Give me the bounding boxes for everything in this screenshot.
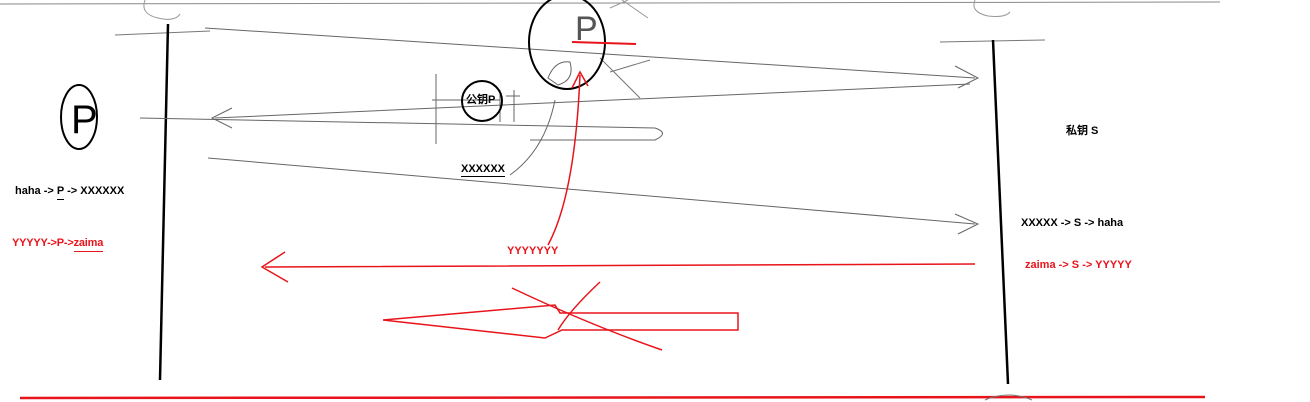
seq-ciphertext: YYYYY bbox=[12, 237, 48, 249]
scribble-lines bbox=[599, 57, 651, 99]
public-key-circle bbox=[461, 80, 503, 122]
message-line-2 bbox=[210, 83, 971, 129]
seq-arrow: -> bbox=[1084, 217, 1095, 229]
right-party-line bbox=[991, 39, 1010, 385]
left-top-scribble bbox=[143, 0, 181, 20]
left-party-line bbox=[158, 23, 170, 381]
seq-private-key: S bbox=[1071, 259, 1080, 271]
public-key-label: 公钥P bbox=[466, 94, 496, 106]
scribble-curve bbox=[509, 99, 556, 176]
top-border-line bbox=[0, 1, 1221, 5]
top-center-circle bbox=[528, 0, 606, 90]
seq-ciphertext: YYYYY bbox=[1095, 259, 1132, 271]
seq-public-key: P bbox=[56, 185, 65, 200]
right-top-scribble bbox=[973, 0, 1011, 17]
seq-ciphertext: XXXXXX bbox=[80, 185, 125, 197]
seq-arrow: -> bbox=[43, 185, 54, 197]
seq-arrow: -> bbox=[1082, 259, 1093, 271]
red-block-arrow bbox=[382, 304, 739, 339]
red-short-line bbox=[571, 41, 637, 45]
seq-arrow: -> bbox=[67, 185, 78, 197]
right-decrypt-sequence: XXXXX -> S -> haha bbox=[1021, 218, 1123, 229]
seq-plaintext: zaima bbox=[73, 237, 103, 252]
red-up-arrow bbox=[547, 70, 589, 246]
left-encrypt-sequence: haha -> P -> XXXXXX bbox=[15, 185, 125, 200]
private-key-label: 私钥 S bbox=[1066, 125, 1099, 137]
seq-ciphertext: XXXXX bbox=[1021, 217, 1058, 229]
seq-plaintext: zaima bbox=[1025, 259, 1056, 271]
seq-private-key: S bbox=[1073, 217, 1082, 229]
seq-arrow: -> bbox=[63, 237, 74, 249]
seq-public-key: P bbox=[56, 237, 64, 249]
scribble-mark bbox=[499, 90, 520, 122]
scribble-top-x bbox=[609, 0, 649, 19]
seq-plaintext: haha bbox=[15, 185, 41, 197]
seq-arrow: -> bbox=[1060, 217, 1071, 229]
red-baseline bbox=[19, 395, 1206, 400]
ciphertext-label: XXXXXX bbox=[461, 163, 506, 177]
right-bottom-scribble bbox=[984, 394, 1033, 401]
red-return-arrow bbox=[260, 251, 976, 283]
left-decrypt-sequence: YYYYY->P->zaima bbox=[12, 237, 103, 252]
top-circle-letter: P bbox=[575, 10, 598, 48]
left-p-circle bbox=[60, 84, 98, 150]
right-encrypt-sequence: zaima -> S -> YYYYY bbox=[1025, 260, 1132, 271]
red-ciphertext-label: YYYYYYY bbox=[507, 245, 559, 257]
left-p-letter: P bbox=[71, 98, 98, 142]
message-line-3 bbox=[139, 117, 663, 141]
left-top-stroke bbox=[114, 30, 211, 36]
red-cross-out bbox=[511, 281, 663, 351]
seq-arrow: -> bbox=[1058, 259, 1069, 271]
seq-arrow: -> bbox=[47, 237, 57, 249]
seq-plaintext: haha bbox=[1097, 217, 1124, 229]
message-line-4 bbox=[207, 157, 980, 235]
top-circle-scribble bbox=[547, 61, 572, 86]
